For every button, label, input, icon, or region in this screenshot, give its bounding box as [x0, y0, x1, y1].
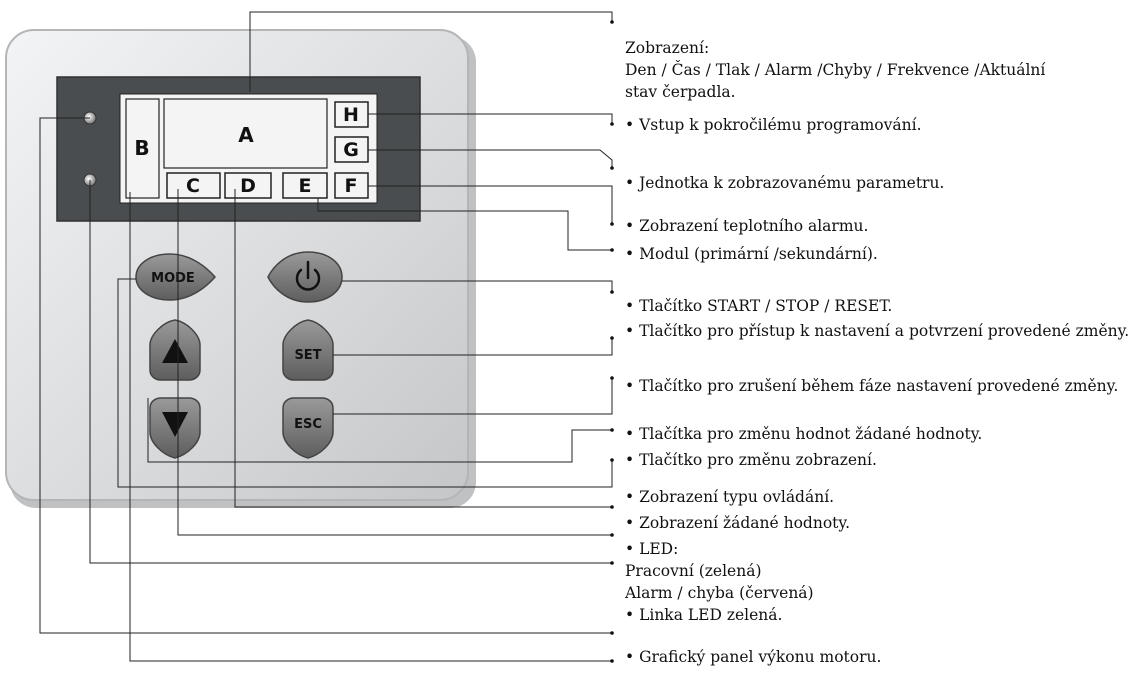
- leader-b: [129, 192, 612, 662]
- esc-button-label: ESC: [294, 417, 322, 432]
- label-b: B: [134, 136, 149, 160]
- power-button[interactable]: [267, 251, 343, 303]
- leader-f: [368, 185, 613, 224]
- leader-esc: [333, 378, 613, 415]
- power-icon: [295, 260, 321, 291]
- desc-temp-alarm: • Zobrazení teplotního alarmu.: [625, 217, 869, 235]
- esc-button[interactable]: ESC: [282, 397, 334, 459]
- set-button-label: SET: [294, 348, 321, 363]
- arrow-up-icon: [162, 339, 188, 363]
- leader-power: [342, 280, 613, 292]
- leader-a: [249, 11, 613, 92]
- leader-d: [234, 189, 612, 508]
- desc-setpoint: • Zobrazení žádané hodnoty.: [625, 514, 851, 532]
- segment-c-box: [166, 172, 221, 199]
- leader-g: [368, 149, 613, 168]
- desc-arrow-buttons: • Tlačítka pro změnu hodnot žádané hodno…: [625, 425, 983, 443]
- leader-set: [333, 338, 613, 356]
- leader-dots: [610, 20, 614, 663]
- label-g: G: [343, 139, 359, 161]
- desc-unit: • Jednotka k zobrazovanému parametru.: [625, 174, 945, 192]
- down-button[interactable]: [149, 397, 201, 459]
- lcd-screen: [119, 93, 378, 204]
- desc-display-title: Zobrazení:: [625, 39, 710, 57]
- label-h: H: [343, 104, 359, 126]
- leader-led-bottom: [89, 180, 612, 564]
- mode-button-label: MODE: [151, 271, 195, 286]
- desc-start-stop: • Tlačítko START / STOP / RESET.: [625, 297, 893, 315]
- leader-e: [317, 198, 612, 251]
- label-f: F: [345, 175, 358, 197]
- segment-a-box: [163, 98, 328, 169]
- desc-display-line2: stav čerpadla.: [625, 83, 736, 101]
- desc-module: • Modul (primární /sekundární).: [625, 245, 878, 263]
- segment-b-box: [125, 98, 160, 199]
- leader-lines: [39, 11, 613, 662]
- label-a: A: [238, 123, 254, 147]
- desc-motor-power: • Grafický panel výkonu motoru.: [625, 648, 882, 666]
- desc-mode-button: • Tlačítko pro změnu zobrazení.: [625, 451, 877, 469]
- segment-e-box: [282, 172, 328, 199]
- desc-led-title: • LED:: [625, 540, 679, 558]
- set-button[interactable]: SET: [282, 319, 334, 381]
- mode-button[interactable]: MODE: [135, 253, 216, 301]
- desc-display-line1: Den / Čas / Tlak / Alarm /Chyby / Frekve…: [625, 61, 1046, 79]
- leader-c: [177, 189, 612, 536]
- label-c: C: [186, 175, 200, 197]
- leader-mode: [117, 278, 613, 488]
- label-d: D: [240, 175, 256, 197]
- desc-control-type: • Zobrazení typu ovládání.: [625, 488, 835, 506]
- label-e: E: [299, 175, 312, 197]
- desc-led-alarm: Alarm / chyba (červená): [625, 584, 814, 602]
- arrow-down-icon: [162, 412, 188, 437]
- desc-set-button: • Tlačítko pro přístup k nastavení a pot…: [625, 322, 1130, 340]
- leader-led-top: [39, 117, 612, 634]
- desc-advanced-programming: • Vstup k pokročilému programování.: [625, 116, 922, 134]
- leader-arrows: [147, 398, 612, 463]
- desc-led-line: • Linka LED zelená.: [625, 606, 783, 624]
- desc-led-working: Pracovní (zelená): [625, 562, 762, 580]
- segment-d-box: [224, 172, 272, 199]
- up-button[interactable]: [149, 319, 201, 381]
- desc-esc-button: • Tlačítko pro zrušení během fáze nastav…: [625, 377, 1119, 395]
- leader-h: [368, 113, 613, 124]
